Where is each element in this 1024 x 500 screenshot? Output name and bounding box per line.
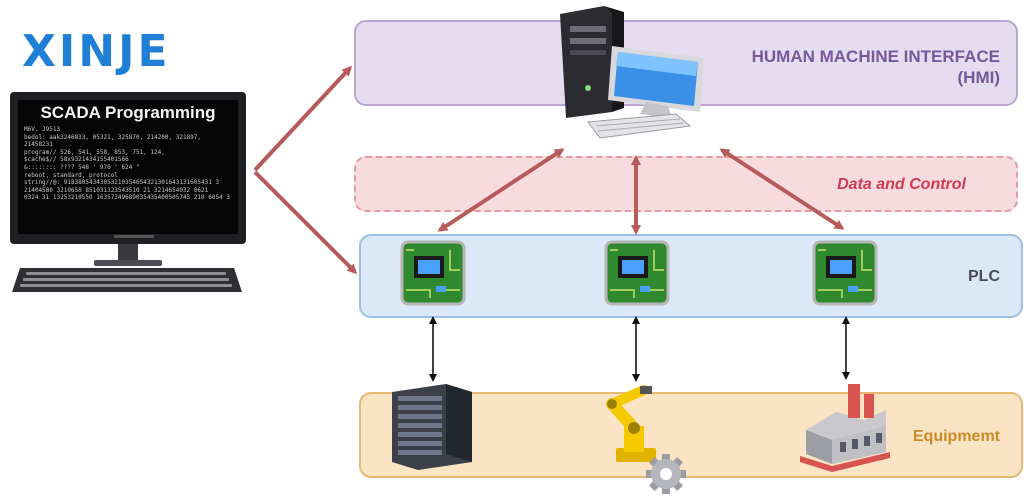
xinje-logo: XINJE xyxy=(22,26,171,77)
server-rack-icon xyxy=(392,384,472,470)
arrow-plc3-hmi xyxy=(719,148,845,230)
scada-code-line: bedol: aak3246833, 05321, 325870, 214200… xyxy=(24,133,202,141)
scada-code-line: M6V. J9513 xyxy=(24,126,61,133)
monitor-brand xyxy=(114,235,154,238)
plc-equipment-arrows xyxy=(429,316,850,382)
arrow-scada-to-plc xyxy=(253,170,358,275)
hmi-label-line2: (HMI) xyxy=(957,68,1000,87)
circuit-board-icon xyxy=(604,240,670,306)
arrow-plc1-hmi xyxy=(437,148,565,232)
scada-code-line: reboot, standard, protocol xyxy=(24,171,118,179)
plc-board-1 xyxy=(400,240,466,306)
desktop-computer-icon xyxy=(560,6,704,139)
data-control-label: Data and Control xyxy=(837,176,966,193)
circuit-board-icon xyxy=(812,240,878,306)
hmi-label-line1: HUMAN MACHINE INTERFACE xyxy=(751,47,1000,66)
scada-arrows xyxy=(253,65,358,275)
scada-code-line: 21458231 xyxy=(24,141,53,149)
arrow-scada-to-hmi xyxy=(253,65,353,172)
scada-code-line: &:::::::: ???? 548 ' 976 ' 624 " xyxy=(24,163,140,171)
robot-arm-icon xyxy=(606,385,656,462)
scada-code-line: program// 526, 541, 558, 853, 751, 124, xyxy=(24,148,165,156)
circuit-board-icon xyxy=(400,240,466,306)
scada-code-line: $cache$// 58x9321434155401566 xyxy=(24,156,129,164)
scada-title: SCADA Programming xyxy=(40,103,216,122)
scada-code-line: 21404580 3210650 851031323543510 21 3214… xyxy=(24,186,209,194)
data-control-arrows xyxy=(437,148,845,235)
plc-label: PLC xyxy=(968,268,1000,285)
plc-board-3 xyxy=(812,240,878,306)
scada-code-line: string//@: 91838054343053210354654321301… xyxy=(24,179,220,187)
equipment-label: Equipmemt xyxy=(912,428,1000,445)
hmi-label: HUMAN MACHINE INTERFACE (HMI) xyxy=(700,46,1000,88)
monitor-stand xyxy=(12,244,242,292)
plc-board-2 xyxy=(604,240,670,306)
factory-icon xyxy=(800,384,890,472)
plc-layer xyxy=(359,234,1023,318)
scada-code-line: 0324 31 13253210550 16357349689035435400… xyxy=(24,194,230,202)
gear-icon xyxy=(646,454,686,494)
